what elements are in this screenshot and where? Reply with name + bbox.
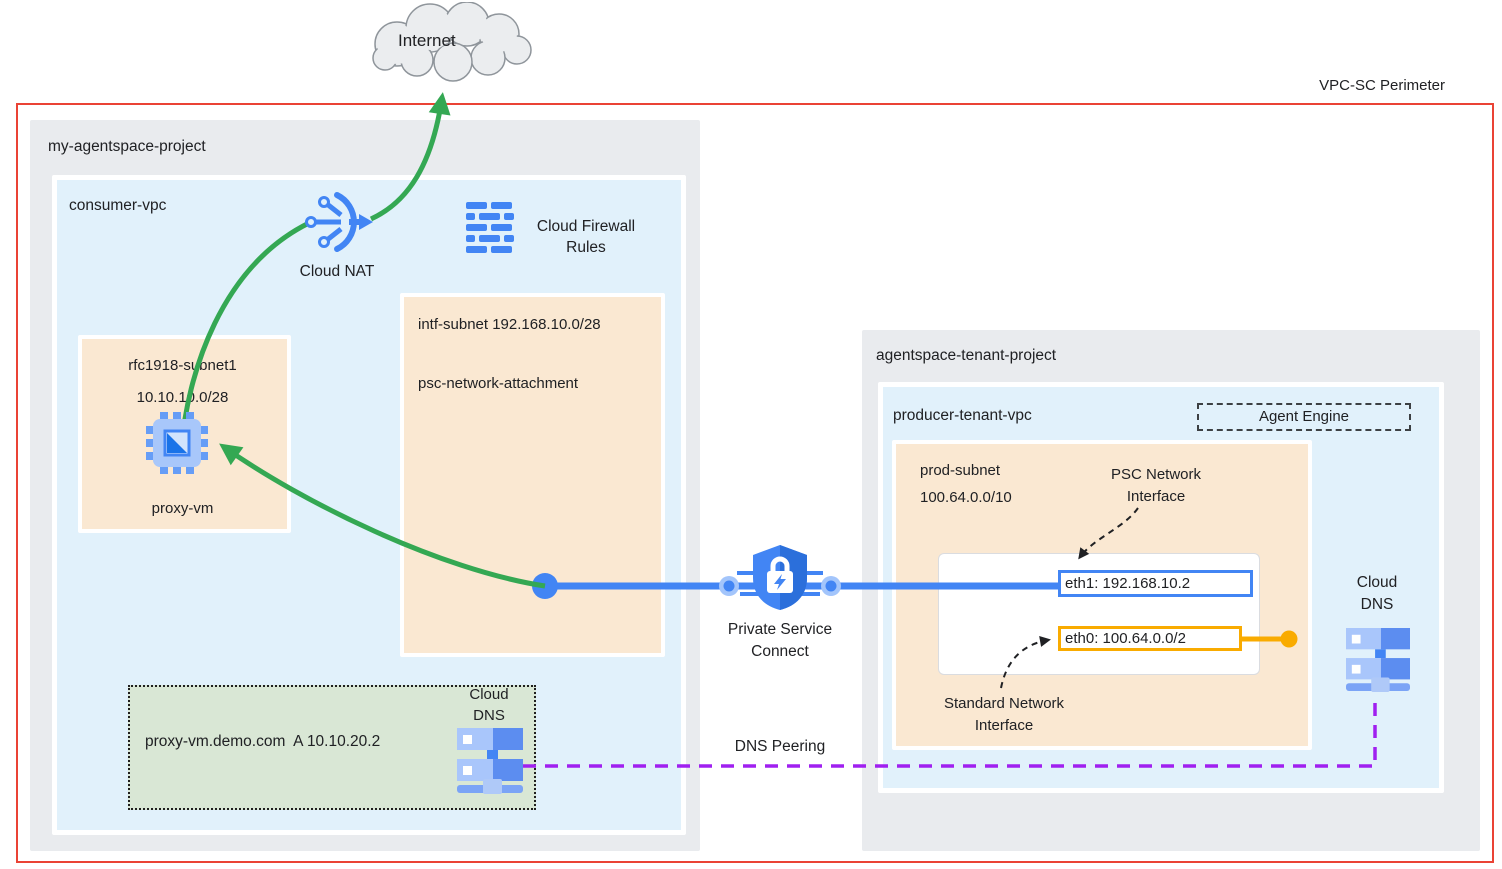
vpc-sc-perimeter-label: VPC-SC Perimeter xyxy=(1319,77,1445,94)
dns-record-text: proxy-vm.demo.com A 10.10.20.2 xyxy=(145,733,381,750)
eth0-box: eth0: 100.64.0.0/2 xyxy=(1058,626,1242,651)
dns-peering-label: DNS Peering xyxy=(734,738,826,755)
prod-subnet-name: prod-subnet xyxy=(920,462,1001,479)
rfc1918-subnet-cidr: 10.10.10.0/28 xyxy=(136,389,229,406)
rfc1918-subnet-name: rfc1918-subnet1 xyxy=(128,357,237,374)
psc-network-attachment-label: psc-network-attachment xyxy=(418,375,579,392)
private-service-connect-label: Private Service Connect xyxy=(727,621,833,660)
agent-engine-box: Agent Engine xyxy=(1197,403,1411,431)
cloud-dns-left-icon xyxy=(457,728,523,794)
compute-engine-icon xyxy=(146,412,208,474)
eth1-box: eth1: 192.168.10.2 xyxy=(1058,570,1253,597)
cloud-dns-right-label: Cloud DNS xyxy=(1356,574,1398,613)
internet-cloud xyxy=(372,2,532,82)
consumer-vpc-label: consumer-vpc xyxy=(69,197,167,214)
private-service-connect-icon xyxy=(753,545,807,610)
cloud-firewall-label: Cloud Firewall Rules xyxy=(536,218,636,256)
internet-label: Internet xyxy=(398,31,456,50)
proxy-vm-label: proxy-vm xyxy=(151,500,214,517)
tenant-project-label: agentspace-tenant-project xyxy=(876,347,1057,364)
cloud-firewall-icon xyxy=(466,202,514,253)
dns-zone-cloud-dns-label: Cloud DNS xyxy=(469,686,509,724)
cloud-nat-icon xyxy=(305,192,373,252)
intf-subnet-box xyxy=(400,293,665,657)
consumer-project-label: my-agentspace-project xyxy=(48,138,206,155)
std-nic-label: Standard Network Interface xyxy=(943,695,1065,734)
eth0-text: eth0: 100.64.0.0/2 xyxy=(1065,629,1186,647)
agent-engine-label: Agent Engine xyxy=(1258,408,1350,425)
cloud-nat-label: Cloud NAT xyxy=(299,263,375,280)
intf-subnet-title: intf-subnet 192.168.10.0/28 xyxy=(418,316,601,333)
prod-subnet-cidr: 100.64.0.0/10 xyxy=(920,489,1012,506)
cloud-dns-right-icon xyxy=(1346,628,1410,692)
eth1-text: eth1: 192.168.10.2 xyxy=(1065,574,1191,592)
psc-nic-label: PSC Network Interface xyxy=(1110,466,1202,505)
producer-vpc-label: producer-tenant-vpc xyxy=(893,407,1032,424)
